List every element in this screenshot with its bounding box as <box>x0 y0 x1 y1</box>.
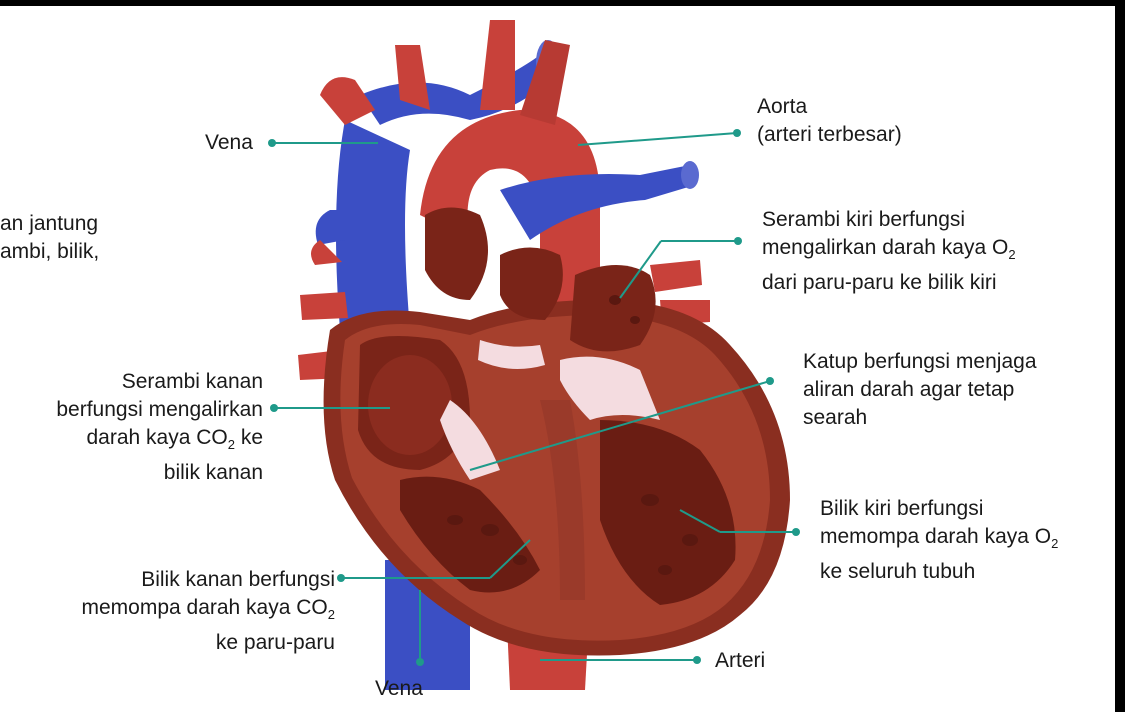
la-line-2: mengalirkan darah kaya O2 <box>762 234 1016 269</box>
valve-line-2: aliran darah agar tetap <box>803 376 1037 404</box>
lv-line-1: Bilik kiri berfungsi <box>820 495 1058 523</box>
frame-border-top <box>0 0 1125 6</box>
ra-line-2: berfungsi mengalirkan <box>0 396 263 424</box>
left-atrium <box>570 265 656 351</box>
intro-text: an jantung ambi, bilik, <box>0 210 99 266</box>
la-line-2-sub: 2 <box>1008 247 1015 262</box>
label-valve: Katup berfungsi menjaga aliran darah aga… <box>803 348 1037 432</box>
label-vena-top: Vena <box>205 129 253 157</box>
ra-line-3: darah kaya CO2 ke <box>0 424 263 459</box>
la-line-2-text: mengalirkan darah kaya O <box>762 236 1008 259</box>
la-line-3: dari paru-paru ke bilik kiri <box>762 269 1016 297</box>
rv-line-2-text: memompa darah kaya CO <box>81 596 327 619</box>
label-left-ventricle: Bilik kiri berfungsi memompa darah kaya … <box>820 495 1058 586</box>
label-aorta: Aorta (arteri terbesar) <box>757 93 902 149</box>
rv-line-2-sub: 2 <box>328 607 335 622</box>
aorta <box>395 20 600 330</box>
aorta-line-2: (arteri terbesar) <box>757 121 902 149</box>
lv-line-2-text: memompa darah kaya O <box>820 525 1051 548</box>
ra-line-3-text: darah kaya CO <box>87 426 228 449</box>
label-left-atrium: Serambi kiri berfungsi mengalirkan darah… <box>762 206 1016 297</box>
valve-line-3: searah <box>803 404 1037 432</box>
label-vena-bottom: Vena <box>375 675 423 703</box>
ra-line-4: bilik kanan <box>0 459 263 487</box>
lv-line-2-sub: 2 <box>1051 536 1058 551</box>
lv-line-2: memompa darah kaya O2 <box>820 523 1058 558</box>
rv-line-3: ke paru-paru <box>0 629 335 657</box>
ra-line-3-sub: 2 <box>228 437 235 452</box>
la-line-1: Serambi kiri berfungsi <box>762 206 1016 234</box>
aorta-line-1: Aorta <box>757 93 902 121</box>
label-arteri: Arteri <box>715 647 765 675</box>
frame-border-right <box>1115 0 1125 712</box>
label-right-ventricle: Bilik kanan berfungsi memompa darah kaya… <box>0 566 335 657</box>
rv-line-2: memompa darah kaya CO2 <box>0 594 335 629</box>
intro-line-1: an jantung <box>0 210 99 238</box>
intro-line-2: ambi, bilik, <box>0 238 99 266</box>
ra-line-1: Serambi kanan <box>0 368 263 396</box>
label-right-atrium: Serambi kanan berfungsi mengalirkan dara… <box>0 368 263 487</box>
lv-line-3: ke seluruh tubuh <box>820 558 1058 586</box>
rv-line-1: Bilik kanan berfungsi <box>0 566 335 594</box>
ra-line-3-tail: ke <box>235 426 263 449</box>
valve-line-1: Katup berfungsi menjaga <box>803 348 1037 376</box>
